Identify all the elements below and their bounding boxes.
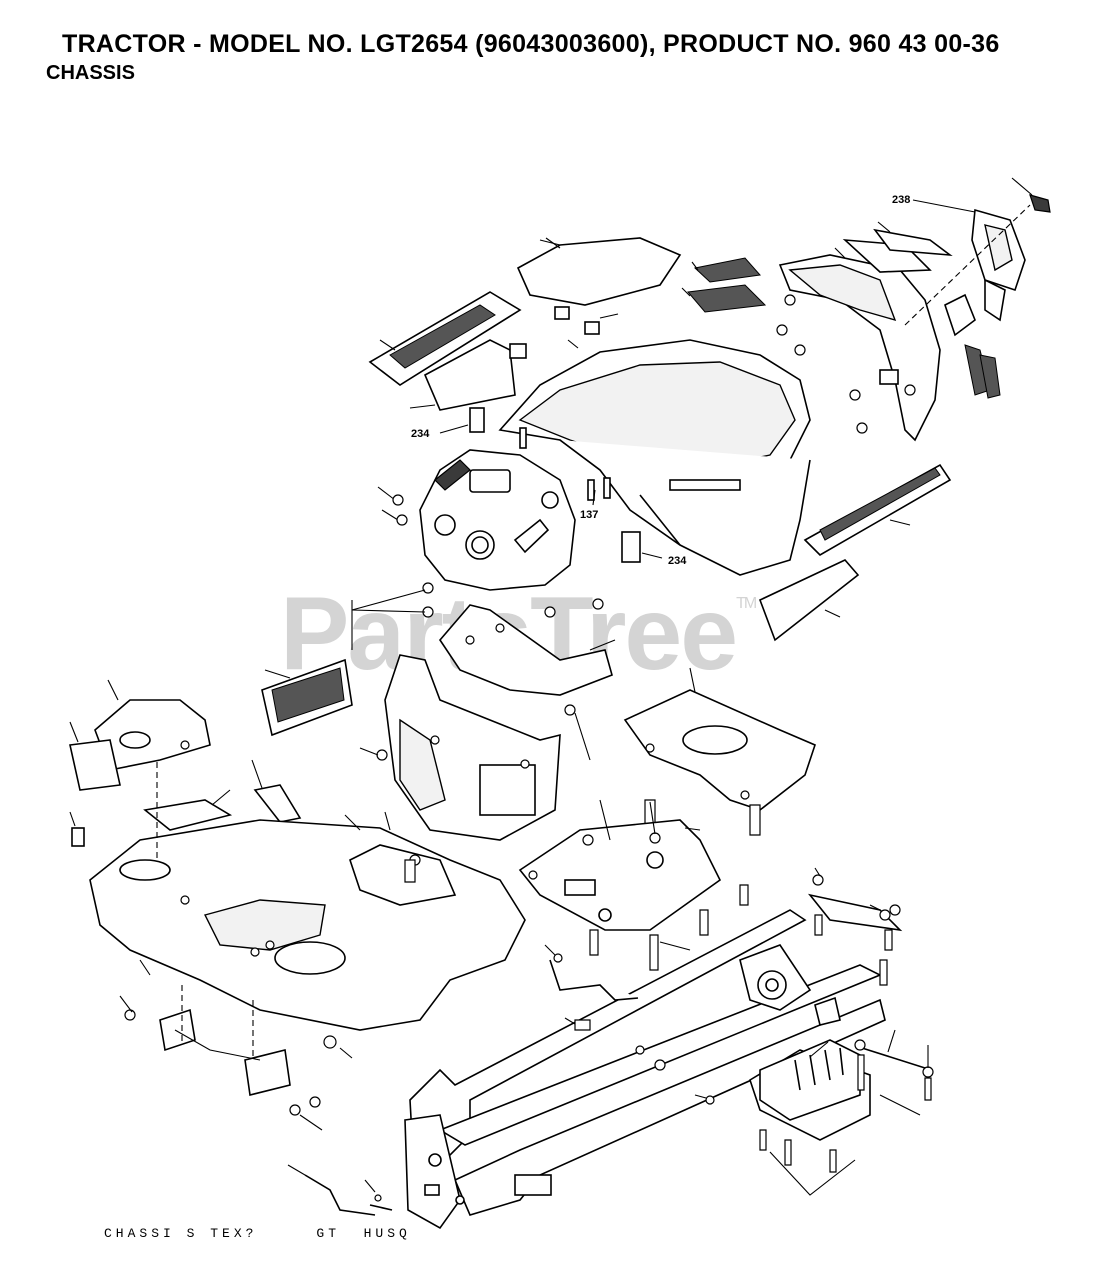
grommets[interactable] (351, 582, 604, 650)
steering-pedestal[interactable] (359, 654, 591, 841)
seat-spring-bracket[interactable] (143, 759, 302, 831)
callout-234-lower: 234 (668, 555, 687, 567)
front-grille-assembly[interactable] (778, 247, 941, 442)
dash-mounting-screws[interactable] (377, 486, 408, 526)
callout-238: 238 (892, 194, 976, 213)
fuel-tank-shroud[interactable] (623, 667, 816, 811)
callout-234-upper: 234 (411, 428, 430, 440)
bumper-screws[interactable] (776, 294, 916, 434)
frame-crossmember[interactable] (807, 867, 903, 986)
hood-top-cover[interactable] (516, 237, 682, 306)
dash-side-bracket[interactable] (409, 339, 527, 411)
chassis-frame[interactable] (404, 909, 886, 1230)
seat-mount-plate[interactable] (518, 799, 722, 931)
brake-rod[interactable] (544, 944, 639, 1001)
frame-fasteners[interactable] (564, 1017, 715, 1105)
hood-top-clips[interactable] (554, 306, 619, 335)
callout-137: 137 (580, 509, 598, 521)
decal-234-lower[interactable] (621, 531, 663, 563)
fender-support-rod[interactable] (174, 1029, 261, 1061)
front-nose-emblem[interactable] (971, 177, 1051, 292)
page-title: TRACTOR - MODEL NO. LGT2654 (96043003600… (62, 30, 1000, 58)
battery-tray[interactable] (749, 1039, 871, 1141)
callout-238-label: 238 (892, 194, 910, 206)
headlight-lenses[interactable] (842, 221, 953, 273)
dash-bracket-upper[interactable] (438, 604, 616, 696)
deck-lift-linkage[interactable] (287, 1164, 393, 1216)
headlight-bezels[interactable] (944, 278, 1006, 399)
side-vent-grille[interactable] (261, 658, 353, 737)
axle-mount-bracket[interactable] (739, 944, 841, 1026)
battery-hold-down-rod[interactable] (854, 1029, 934, 1116)
battery-box-screws[interactable] (759, 1129, 856, 1196)
dash-panel[interactable] (419, 449, 576, 591)
hood-pins[interactable] (519, 427, 611, 501)
front-skirt[interactable] (758, 559, 860, 642)
section-subtitle: CHASSIS (46, 62, 135, 84)
front-bumper-strip[interactable] (803, 463, 952, 556)
fender-knob[interactable] (69, 811, 85, 847)
rear-fender[interactable] (89, 811, 526, 1031)
watermark-trademark: TM (736, 595, 757, 612)
dash-grille-panel[interactable] (368, 291, 522, 386)
hood-grille-inserts[interactable] (681, 257, 767, 313)
footer-code: CHASSI S TEX? GT HUSQ (104, 1226, 411, 1241)
rear-fender-pod[interactable] (69, 679, 211, 791)
seat-plate-bolts[interactable] (589, 884, 749, 971)
fender-bracket-lower[interactable] (119, 959, 353, 1131)
main-hood[interactable] (498, 339, 811, 576)
decal-234-upper[interactable] (439, 407, 485, 434)
